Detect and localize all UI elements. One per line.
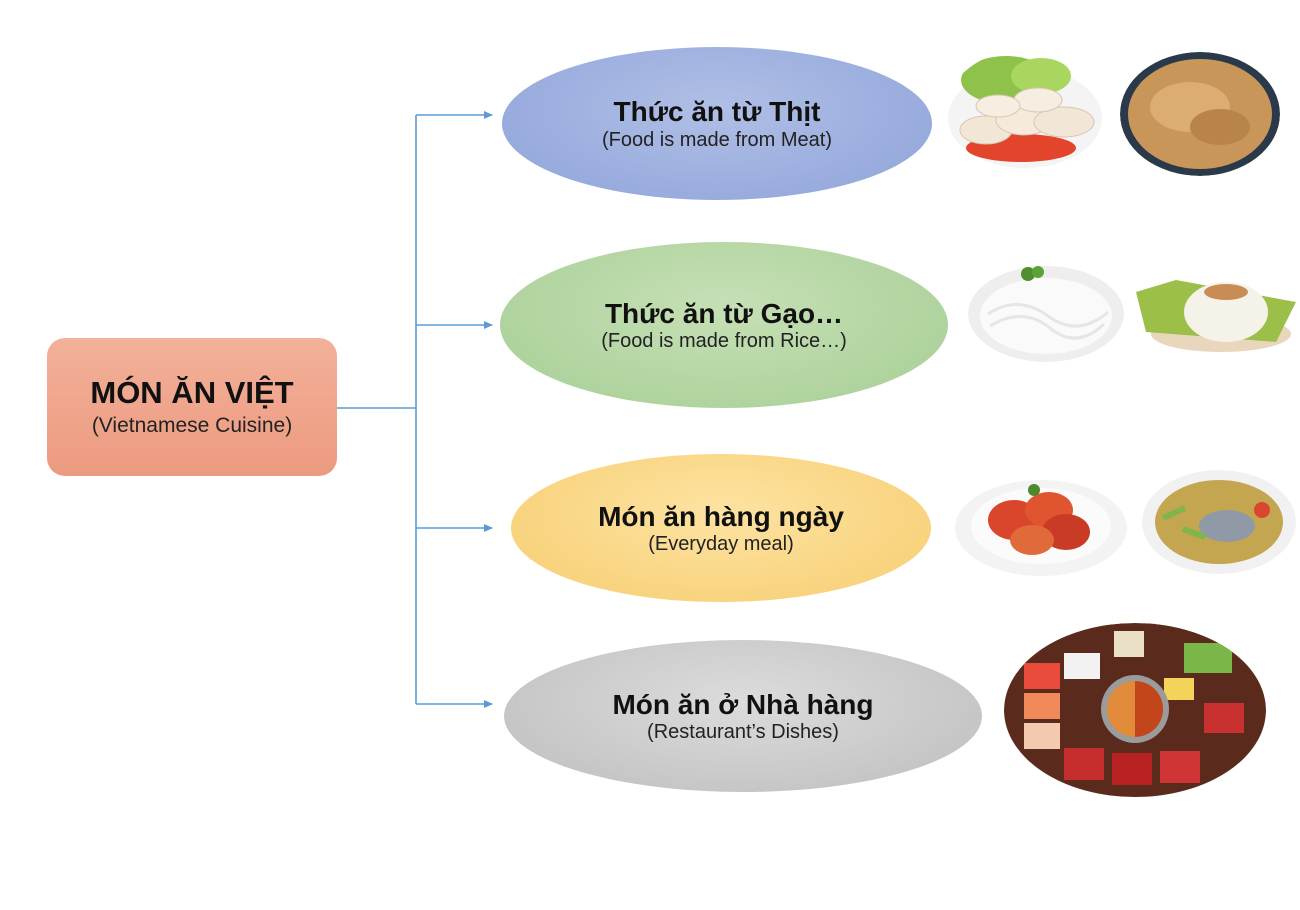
branch-node-restaurant: Món ăn ở Nhà hàng (Restaurant’s Dishes) <box>504 640 982 792</box>
branch-subtitle: (Food is made from Meat) <box>601 128 833 151</box>
branch-subtitle: (Restaurant’s Dishes) <box>647 721 839 744</box>
sour-fish-soup-bowl-icon <box>1142 470 1296 574</box>
branch-subtitle: (Everyday meal) <box>648 533 794 556</box>
branch-subtitle: (Food is made from Rice…) <box>601 330 847 353</box>
branch-title: Món ăn ở Nhà hàng <box>612 688 874 720</box>
rice-noodles-plate-icon <box>968 264 1124 362</box>
sausage-salad-plate-icon <box>946 50 1104 172</box>
branch-title: Món ăn hàng ngày <box>598 500 844 532</box>
root-node: MÓN ĂN VIỆT (Vietnamese Cuisine) <box>47 338 337 476</box>
root-title: MÓN ĂN VIỆT <box>90 374 294 410</box>
branch-node-meat: Thức ăn từ Thịt (Food is made from Meat) <box>502 47 932 200</box>
branch-node-everyday: Món ăn hàng ngày (Everyday meal) <box>511 454 931 602</box>
branch-node-rice: Thức ăn từ Gạo… (Food is made from Rice…… <box>500 242 948 408</box>
root-subtitle: (Vietnamese Cuisine) <box>91 414 293 438</box>
branch-title: Thức ăn từ Gạo… <box>604 297 844 329</box>
sticky-rice-leaf-icon <box>1136 262 1298 358</box>
pork-floss-bowl-icon <box>1120 52 1280 176</box>
branch-title: Thức ăn từ Thịt <box>613 96 821 128</box>
hotpot-spread-icon <box>1004 623 1266 798</box>
braised-shrimp-plate-icon <box>954 470 1128 578</box>
